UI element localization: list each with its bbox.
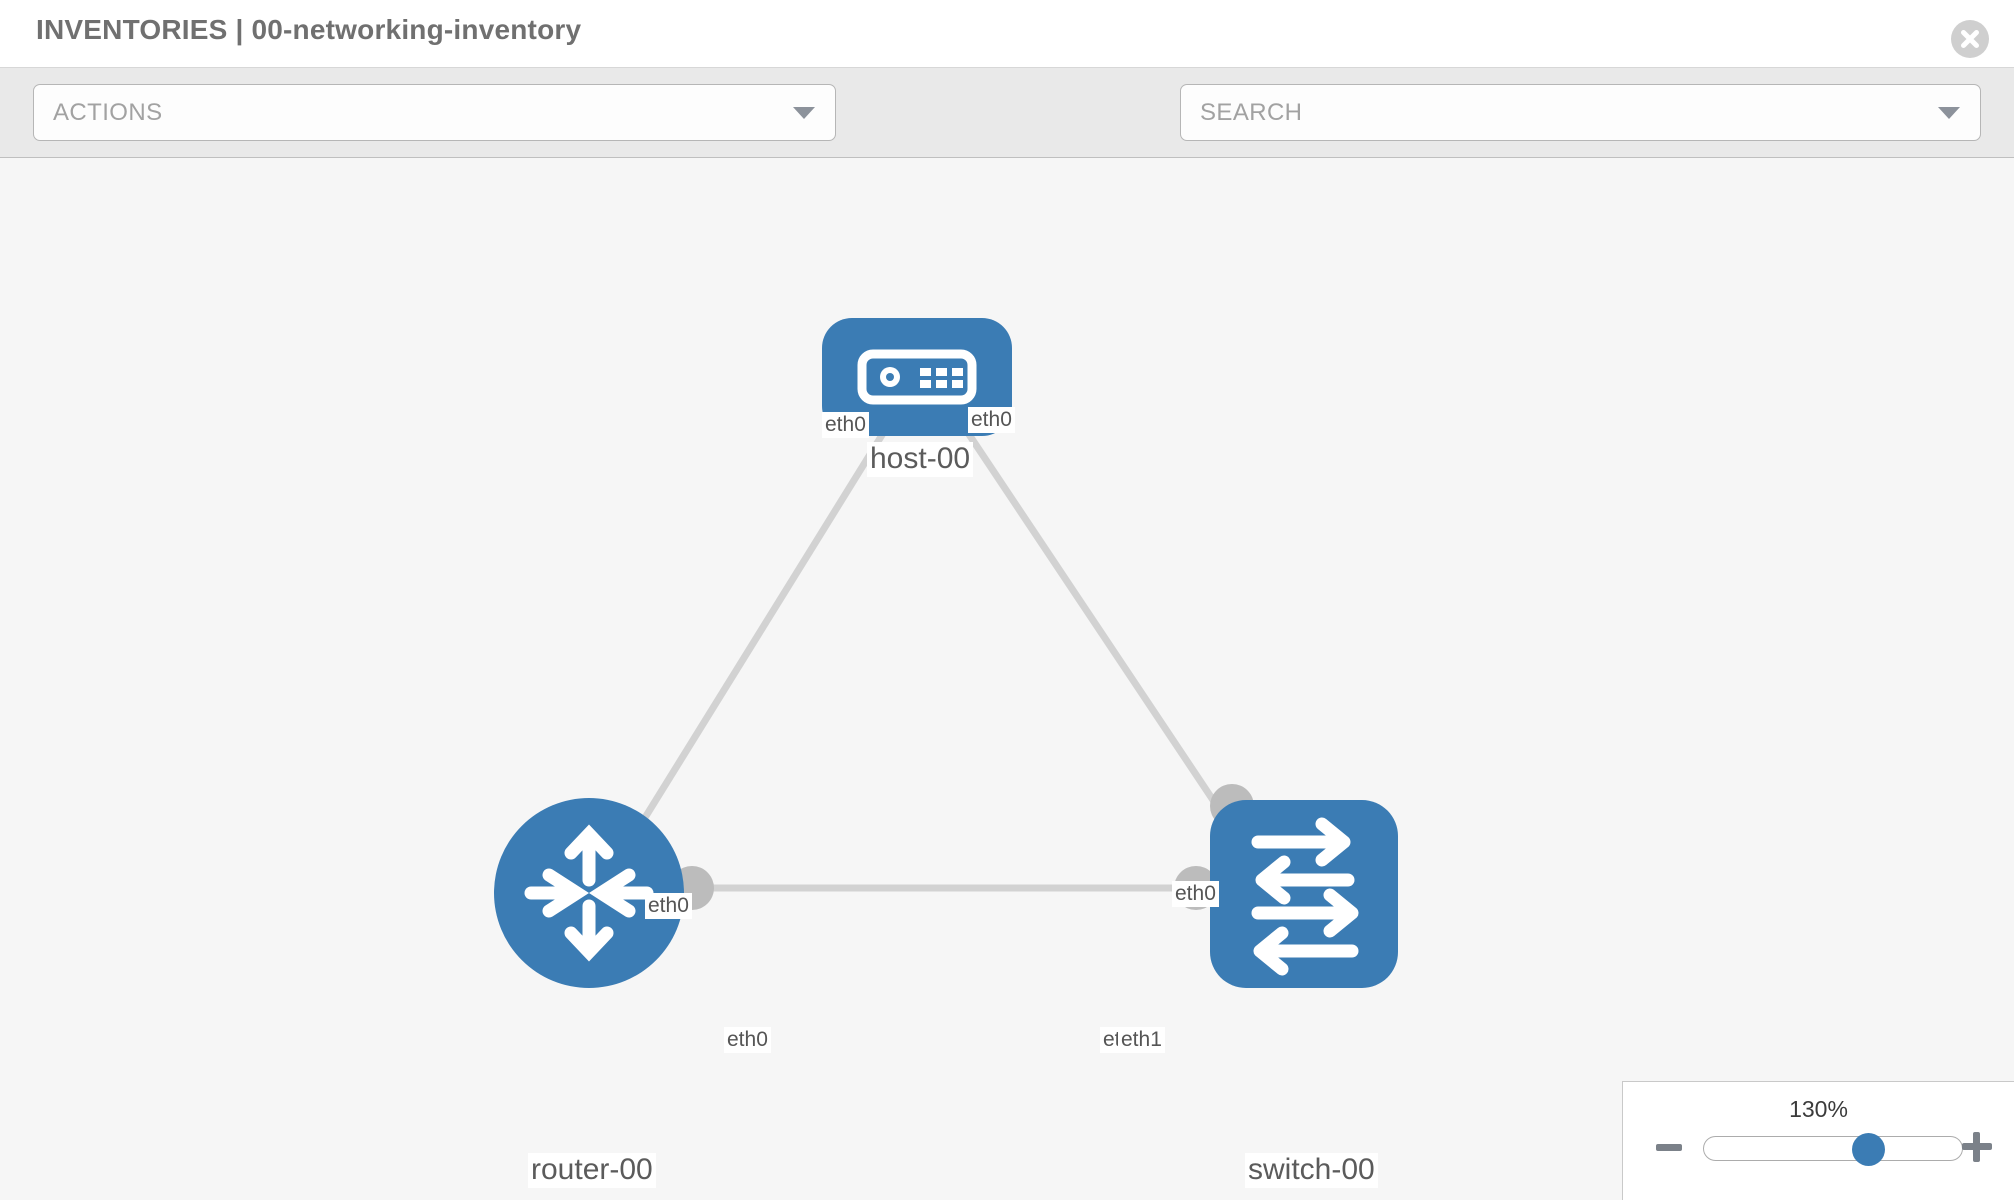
chevron-down-icon	[1938, 106, 1960, 119]
page-header: INVENTORIES | 00-networking-inventory	[0, 0, 2014, 68]
server-icon	[857, 349, 977, 405]
close-icon[interactable]	[1951, 20, 1989, 58]
zoom-slider[interactable]	[1703, 1133, 1963, 1166]
node-router-00[interactable]	[494, 798, 684, 988]
search-input[interactable]: SEARCH	[1180, 84, 1981, 141]
edge-label-switch00-eth0-up: eth0	[1172, 881, 1219, 908]
router-arrows-icon	[524, 824, 654, 962]
actions-dropdown-label: ACTIONS	[53, 98, 163, 126]
toolbar: ACTIONS SEARCH	[0, 68, 2014, 198]
node-label-router-00: router-00	[528, 1153, 656, 1188]
topology-canvas[interactable]: eth0 eth0 host-00 eth0 eth0 eth0 eth0 et…	[0, 158, 2014, 1200]
topology-graph	[494, 318, 1398, 988]
zoom-controls	[1623, 1132, 2014, 1174]
search-placeholder: SEARCH	[1200, 98, 1303, 126]
chevron-down-icon	[793, 106, 815, 119]
node-label-switch-00: switch-00	[1245, 1153, 1378, 1188]
edge-label-host00-eth0-right: eth0	[968, 407, 1015, 434]
edge-label-switch00-eth1: eth1	[1118, 1027, 1165, 1054]
actions-dropdown[interactable]: ACTIONS	[33, 84, 836, 141]
node-switch-00[interactable]	[1210, 800, 1398, 988]
edge-label-host00-eth0-left: eth0	[822, 412, 869, 439]
node-host-00[interactable]	[822, 318, 1012, 436]
edge-host00-router00[interactable]	[617, 404, 903, 860]
edge-host00-switch00[interactable]	[947, 404, 1248, 850]
zoom-out-button[interactable]	[1656, 1144, 1682, 1151]
edge-label-router00-eth0-right: eth0	[724, 1027, 771, 1054]
zoom-panel: 130%	[1622, 1081, 2014, 1200]
switch-arrows-icon	[1251, 817, 1359, 976]
zoom-in-button[interactable]	[1962, 1132, 1992, 1162]
zoom-slider-thumb[interactable]	[1852, 1133, 1885, 1166]
edge-label-router00-eth0-up: eth0	[645, 893, 692, 920]
zoom-level-value: 130%	[1789, 1096, 1848, 1122]
node-label-host-00: host-00	[867, 442, 974, 477]
page-title: INVENTORIES | 00-networking-inventory	[36, 14, 582, 45]
